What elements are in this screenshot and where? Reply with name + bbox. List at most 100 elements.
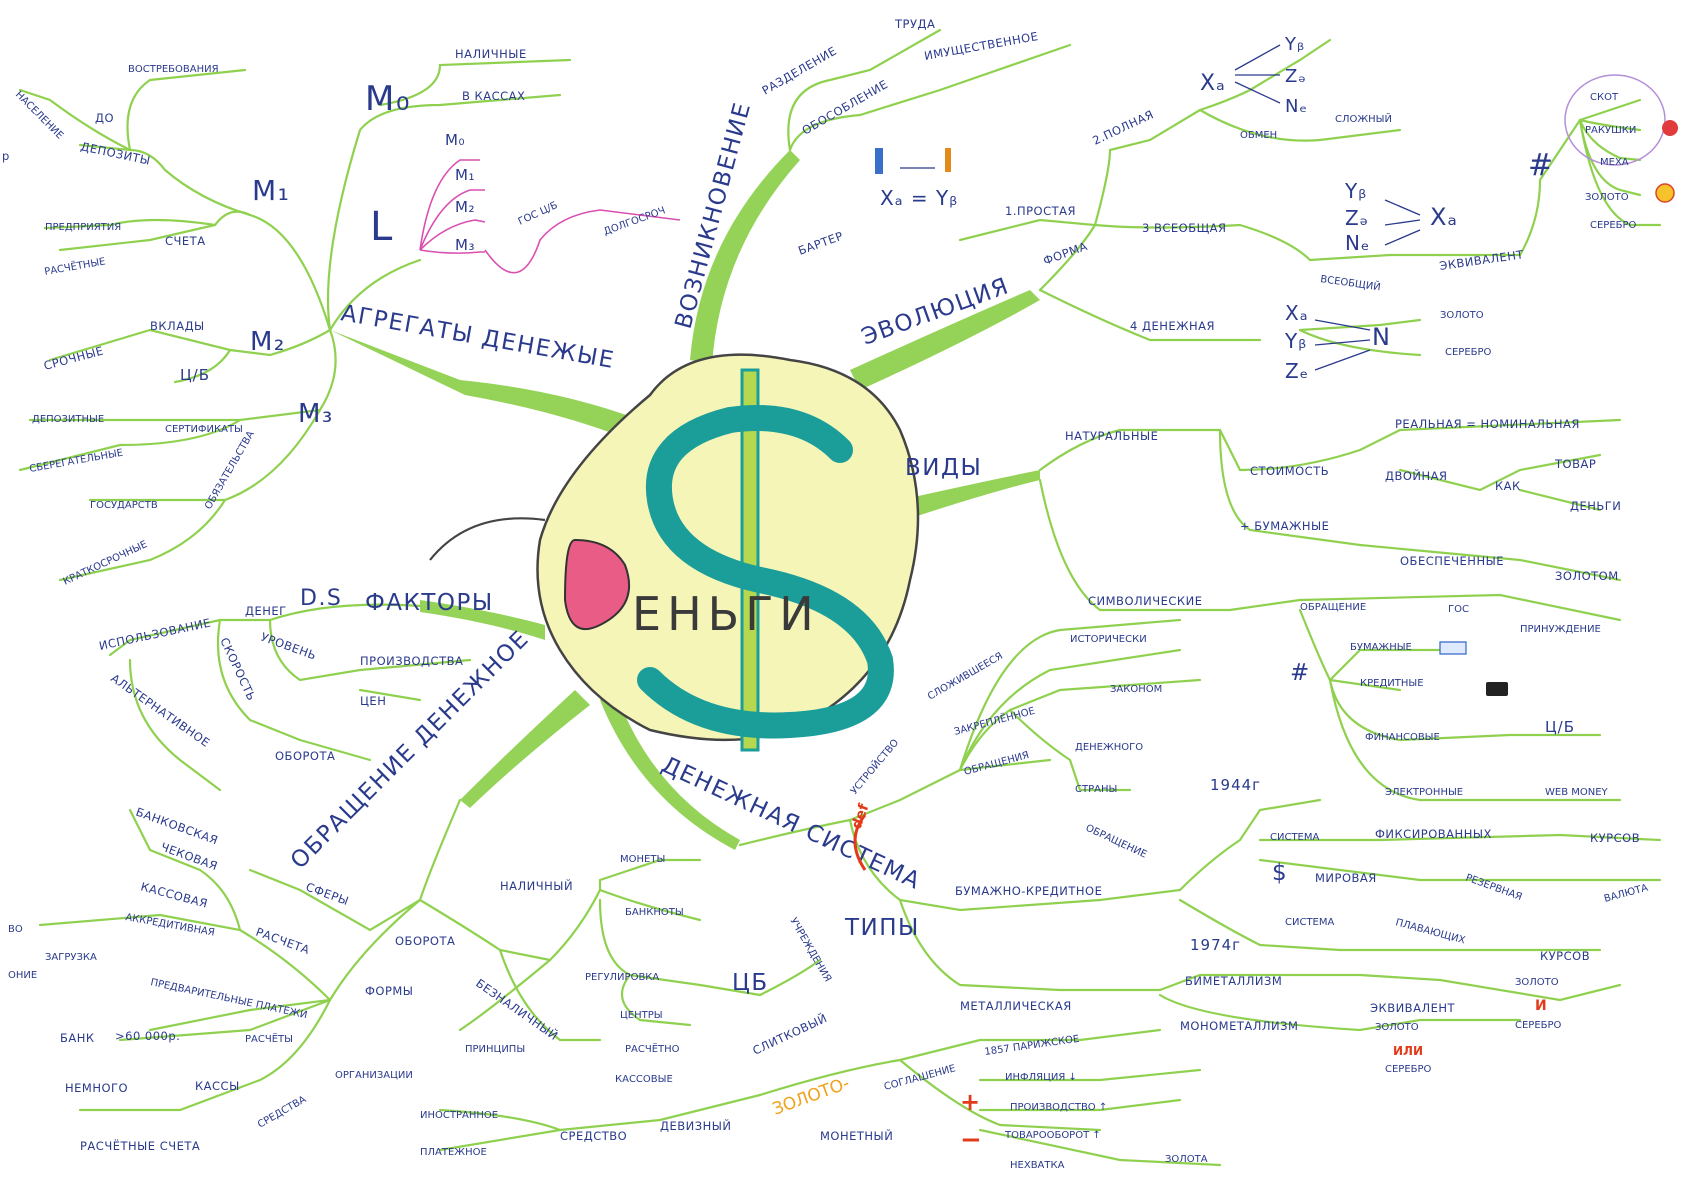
system-def: def: [849, 801, 873, 831]
factors-ds: D.S: [300, 586, 342, 611]
circulation-cut-left2: ОНИЕ: [8, 970, 37, 981]
circulation-cashbox: КАССОВЫЕ: [615, 1074, 673, 1085]
center-illustration: ЕНЬГИ: [429, 353, 920, 752]
system-agreement: СОГЛАШЕНИЕ: [883, 1063, 957, 1093]
factors-alternative: АЛЬТЕРНАТИВНОЕ: [108, 671, 212, 750]
factors-money: ДЕНЕГ: [245, 604, 287, 618]
m3-deposit: ДЕПОЗИТНЫЕ: [32, 414, 104, 425]
m2-deposits: ВКЛАДЫ: [150, 319, 205, 333]
system-foreign: ИНОСТРАННОЕ: [420, 1110, 498, 1121]
kinds-hash: #: [1290, 660, 1311, 686]
system-ingot: СЛИТКОВЫЙ: [750, 1010, 829, 1058]
kinds-gold-backed: ЗОЛОТОМ: [1555, 569, 1619, 583]
m1-demand: ВОСТРЕБОВАНИЯ: [128, 64, 219, 75]
kinds-cb: Ц/Б: [1545, 718, 1575, 736]
system-means: СРЕДСТВО: [560, 1129, 627, 1143]
evolution-money-form: 4 ДЕНЕЖНАЯ: [1130, 319, 1215, 333]
system-monometal: МОНОМЕТАЛЛИЗМ: [1180, 1019, 1298, 1033]
system-or: ИЛИ: [1393, 1044, 1423, 1058]
circulation-forms: ФОРМЫ: [365, 984, 413, 998]
evolution-equivalent: ЭКВИВАЛЕНТ: [1438, 247, 1525, 273]
circulation-organization: ОРГАНИЗАЦИИ: [335, 1070, 413, 1081]
factors-prices: ЦЕН: [360, 694, 386, 708]
kinds-dual: ДВОЙНАЯ: [1385, 468, 1448, 483]
m0-cash: НАЛИЧНЫЕ: [455, 47, 527, 61]
system-currency: ВАЛЮТА: [1603, 883, 1649, 905]
system-gold2: ЗОЛОТО: [1375, 1022, 1419, 1033]
evolution-universal: ВСЕОБЩИЙ: [1320, 272, 1382, 293]
evolution-exchange: ОБМЕН: [1240, 130, 1277, 141]
system-historically: ИСТОРИЧЕСКИ: [1070, 634, 1147, 645]
circulation-calc: РАСЧЁТЫ: [245, 1032, 293, 1045]
system-production: ПРОИЗВОДСТВО ↑: [1010, 1102, 1107, 1113]
l-m1: M₁: [455, 166, 475, 184]
system-monetary: ДЕНЕЖНОГО: [1075, 742, 1143, 753]
l-aggregate-links: [419, 159, 681, 274]
system-bimetal: БИМЕТАЛЛИЗМ: [1185, 974, 1282, 988]
system-world: МИРОВАЯ: [1315, 871, 1377, 885]
system-and: И: [1535, 998, 1547, 1014]
kinds-money: ДЕНЬГИ: [1570, 499, 1621, 513]
circulation-turnover: ОБОРОТА: [395, 934, 455, 948]
system-shortage: НЕХВАТКА: [1010, 1160, 1065, 1171]
hash-shells: РАКУШКИ: [1585, 125, 1636, 136]
wrench-icon: [945, 148, 951, 172]
kinds-as: КАК: [1495, 479, 1521, 493]
system-gold3: ЗОЛОТА: [1165, 1154, 1208, 1165]
system-types: ТИПЫ: [844, 915, 920, 941]
m0-in-cash: В КАССАХ: [462, 89, 525, 103]
circulation-bank: БАНКОВСКАЯ: [134, 805, 220, 848]
evolution-complex: СЛОЖНЫЙ: [1335, 112, 1392, 125]
origin-property: ИМУЩЕСТВЕННОЕ: [923, 29, 1039, 63]
system-fixed-rates: ФИКСИРОВАННЫХ: [1375, 827, 1492, 841]
m3-label: M₃: [298, 399, 334, 429]
kinds-financial: ФИНАНСОВЫЕ: [1365, 732, 1440, 743]
kinds-gos: ГОС: [1448, 604, 1469, 615]
evolution-gold: ЗОЛОТО: [1440, 310, 1484, 321]
system-1974: 1974г: [1190, 936, 1241, 954]
system-inflation: ИНФЛЯЦИЯ ↓: [1005, 1072, 1077, 1083]
kinds-goods: ТОВАР: [1554, 457, 1596, 471]
hash-fur: МЕХА: [1600, 157, 1629, 168]
money-y: Yᵦ: [1284, 329, 1307, 353]
m2-cb: Ц/Б: [180, 366, 210, 384]
circulation-principles: ПРИНЦИПЫ: [465, 1044, 525, 1055]
circulation-bankword: БАНК: [60, 1031, 95, 1045]
shell-icon: [1662, 120, 1678, 136]
evolution-section: ЭВОЛЮЦИЯ ФОРМА БАРТЕР Xₐ = Yᵦ 1.ПРОСТАЯ …: [796, 34, 1678, 383]
banknote-icon: [1439, 641, 1467, 655]
evolution-arrows: [900, 44, 1421, 371]
circulation-institutions: УЧРЕЖДЕНИЯ: [787, 916, 833, 984]
circulation-noncash: БЕЗНАЛИЧНЫЙ: [473, 975, 561, 1043]
m2-term: СРОЧНЫЕ: [42, 343, 105, 372]
m3-state: ГОСУДАРСТВ: [90, 500, 158, 511]
system-plus: +: [960, 1088, 980, 1116]
circulation-coins: МОНЕТЫ: [620, 854, 665, 865]
def-mark: [853, 814, 867, 871]
general-n: Nₑ: [1345, 231, 1370, 255]
factors-production: ПРОИЗВОДСТВА: [360, 654, 463, 668]
gos-cb-label: ГОС Ц/Б: [517, 200, 560, 228]
aggregates-title: АГРЕГАТЫ ДЕНЕЖЫЕ: [339, 300, 617, 374]
full-x: Xₐ: [1200, 71, 1226, 96]
general-x: Xₐ: [1430, 203, 1458, 231]
mouse-tail: [429, 517, 546, 561]
gold-coin-icon: [1655, 183, 1675, 203]
connector-lines: [18, 28, 1662, 1167]
system-system2: СИСТЕМА: [1285, 917, 1335, 928]
kinds-backed: ОБЕСПЕЧЕННЫЕ: [1400, 554, 1504, 568]
money-z: Zₑ: [1285, 359, 1309, 383]
origin-division: РАЗДЕЛЕНИЕ: [760, 44, 840, 98]
system-formed: СЛОЖИВШЕЕСЯ: [926, 651, 1005, 703]
kinds-real-nominal: РЕАЛЬНАЯ = НОМИНАЛЬНАЯ: [1395, 417, 1580, 431]
evolution-simple: 1.ПРОСТАЯ: [1005, 204, 1076, 218]
system-law: ЗАКОНОМ: [1110, 684, 1162, 695]
system-minus: −: [960, 1125, 982, 1155]
circulation-cashform: КАССОВАЯ: [139, 879, 209, 910]
system-structure: УСТРОЙСТВО: [847, 736, 901, 797]
kinds-value: СТОИМОСТЬ: [1250, 464, 1329, 478]
evolution-hash: #: [1528, 148, 1555, 183]
letter-d: [563, 538, 630, 631]
system-payment: ПЛАТЕЖНОЕ: [420, 1147, 487, 1158]
dollar-sign: [637, 405, 894, 739]
